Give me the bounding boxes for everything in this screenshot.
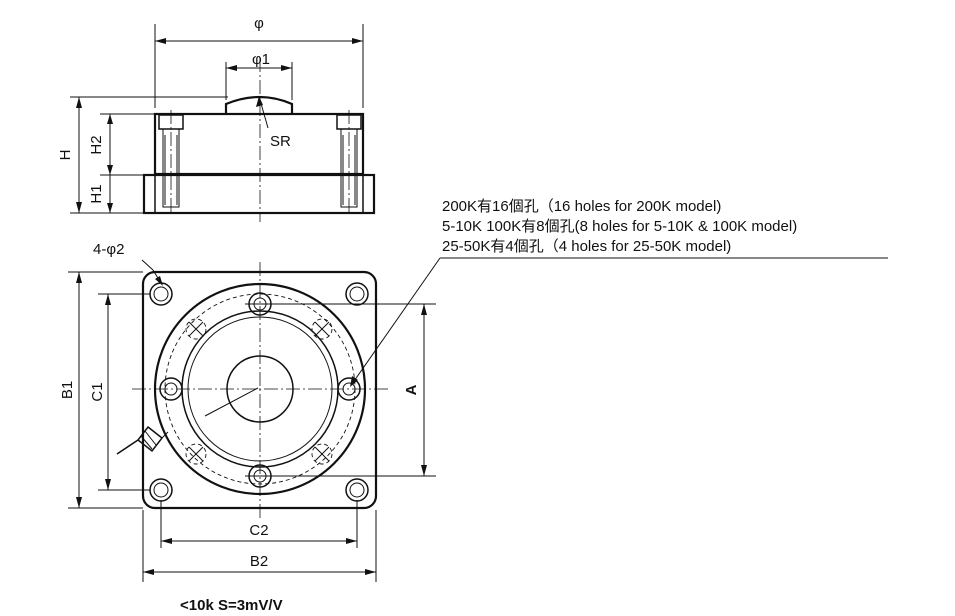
optional-hole-br <box>311 443 333 465</box>
hole-note-5-10k-100k: 5-10K 100K有8個孔(8 holes for 5-10K & 100K … <box>442 218 797 235</box>
bolt-right <box>336 110 362 212</box>
corner-hole-br <box>345 478 369 502</box>
hole-notes: 200K有16個孔（16 holes for 200K model) 5-10K… <box>350 198 888 387</box>
dim-h: H <box>57 150 74 161</box>
dim-h2: H2 <box>88 135 105 154</box>
base-plate <box>142 173 376 215</box>
dim-sr: SR <box>270 133 291 150</box>
hole-note-leader <box>351 257 441 385</box>
dim-b2: B2 <box>250 553 268 570</box>
dim-c1: C1 <box>89 382 106 401</box>
optional-hole-tl <box>185 318 207 340</box>
dim-h1: H1 <box>88 184 105 203</box>
sensitivity-footer: <10k S=3mV/V <box>180 597 283 614</box>
optional-hole-bl <box>185 443 207 465</box>
ring-hole-right <box>337 377 361 401</box>
corner-hole-tr <box>345 282 369 306</box>
dim-phi: φ <box>254 15 264 32</box>
dim-b1: B1 <box>59 381 76 399</box>
dome-button <box>224 95 294 114</box>
dim-phi1: φ1 <box>252 51 270 68</box>
corner-hole-tl <box>149 282 173 306</box>
hole-note-200k: 200K有16個孔（16 holes for 200K model) <box>442 198 721 215</box>
dim-a: A <box>403 384 420 395</box>
optional-hole-tr <box>311 318 333 340</box>
hole-note-25-50k: 25-50K有4個孔（4 holes for 25-50K model) <box>442 238 731 255</box>
side-view: φ φ1 SR H H2 H1 <box>57 15 376 222</box>
dim-c2: C2 <box>249 522 268 539</box>
cable-connector <box>116 425 169 455</box>
top-block <box>153 112 365 176</box>
ring-hole-left <box>159 377 183 401</box>
bolt-left <box>158 110 184 212</box>
top-view: 4-φ2 B1 C1 A C2 B2 <box>59 241 436 582</box>
corner-hole-bl <box>149 478 173 502</box>
dim-hole-callout: 4-φ2 <box>93 241 124 258</box>
square-base <box>141 270 378 510</box>
